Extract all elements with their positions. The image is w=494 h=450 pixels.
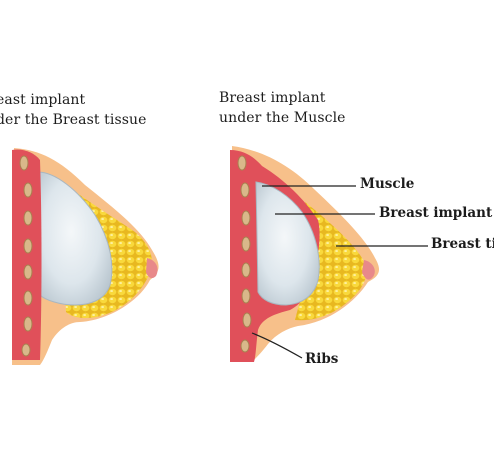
left-implant: [37, 171, 113, 306]
label-leader-lines: [251, 185, 428, 359]
right-breast-diagram: [230, 146, 428, 362]
left-caption-line-2: der the Breast tissue: [0, 112, 147, 128]
left-caption-line-1: east implant: [0, 92, 86, 108]
label-muscle: Muscle: [360, 176, 415, 192]
right-caption-line-1: Breast implant: [219, 90, 326, 106]
right-nipple: [362, 260, 375, 280]
right-ribs: [237, 155, 252, 353]
left-ribs: [19, 155, 33, 357]
right-caption-line-2: under the Muscle: [219, 110, 346, 126]
left-nipple: [146, 258, 158, 279]
label-breast-implant: Breast implant: [379, 205, 493, 221]
label-ribs: Ribs: [305, 351, 339, 367]
left-muscle-layer: [12, 149, 42, 360]
right-diagram-caption: Breast implant under the Muscle: [219, 88, 346, 128]
right-implant: [255, 181, 320, 306]
label-breast-tissue: Breast tis: [431, 236, 494, 252]
left-diagram-caption: east implant der the Breast tissue: [0, 90, 147, 130]
ribs-leader-line: [251, 332, 303, 359]
left-breast-diagram: [12, 148, 159, 365]
